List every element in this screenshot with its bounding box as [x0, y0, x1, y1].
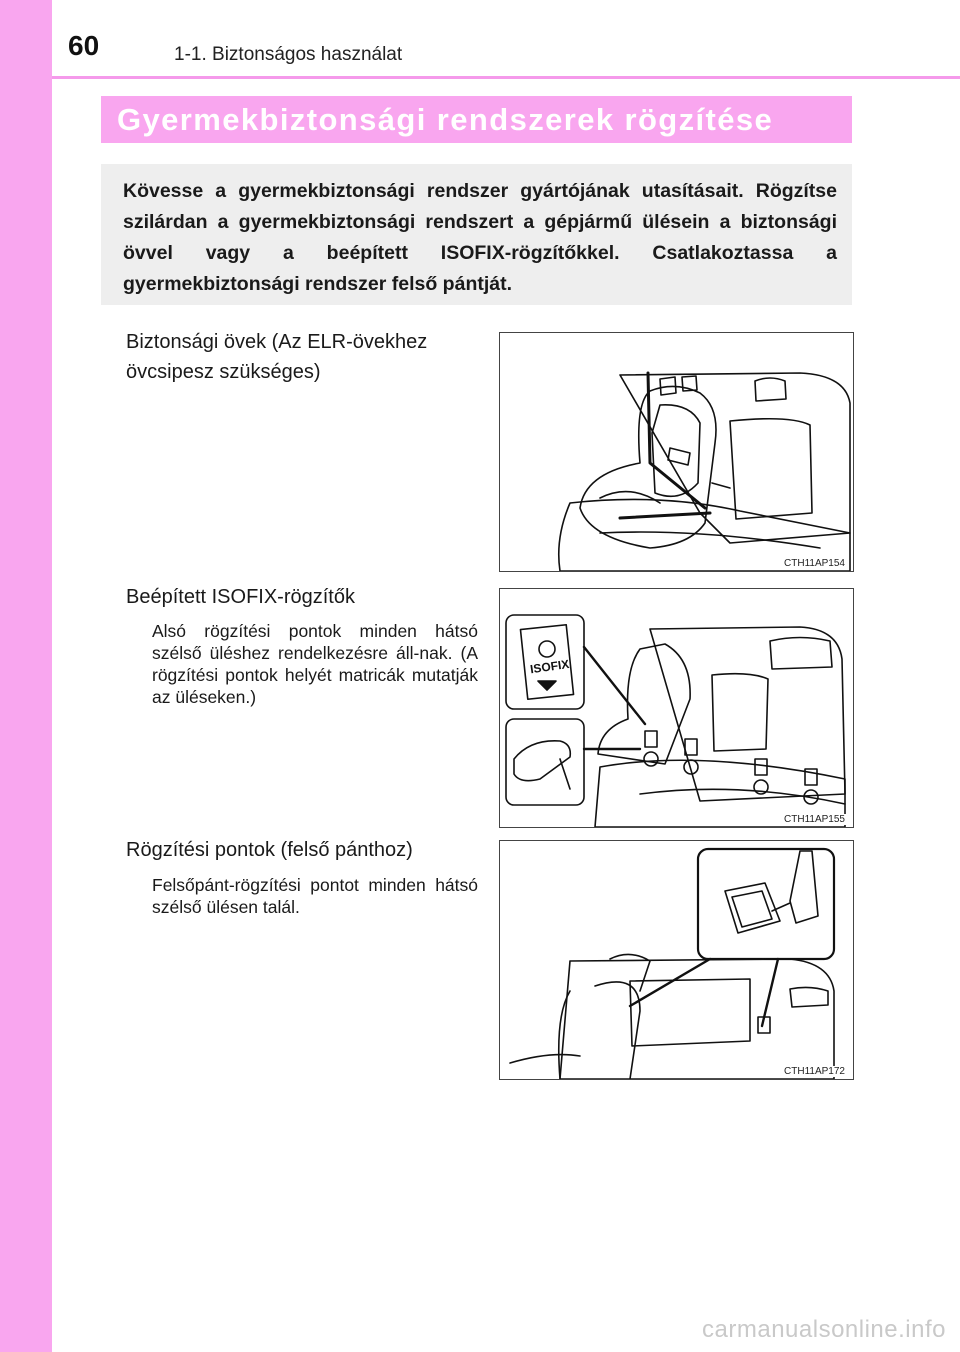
watermark: carmanualsonline.info — [702, 1316, 946, 1343]
top-tether-illustration — [509, 847, 836, 1079]
item-body-top-tether: Felsőpánt-rögzítési pontot minden hátsó … — [152, 875, 478, 917]
header-divider — [52, 76, 960, 79]
item-heading-top-tether: Rögzítési pontok (felső pánthoz) — [126, 839, 413, 861]
chapter-title: 1-1. Biztonságos használat — [174, 44, 403, 65]
figure-code: CTH11AP154 — [782, 558, 847, 569]
isofix-sticker-label: ISOFIX — [529, 657, 570, 676]
figure-code: CTH11AP172 — [782, 1066, 847, 1077]
figure-code: CTH11AP155 — [782, 814, 847, 825]
figure-isofix-anchors: ISOFIX CTH11AP155 — [499, 588, 854, 828]
figure-top-tether-anchor: CTH11AP172 — [499, 840, 854, 1080]
section-banner: Gyermekbiztonsági rendszerek rögzítése — [101, 96, 852, 143]
section-title: Gyermekbiztonsági rendszerek rögzítése — [117, 102, 774, 137]
intro-box: Kövesse a gyermekbiztonsági rendszer gyá… — [101, 164, 852, 305]
item-body-isofix: Alsó rögzítési pontok minden hátsó széls… — [152, 621, 478, 707]
side-color-strip — [0, 0, 52, 1352]
page-number: 60 — [68, 30, 100, 61]
item-heading-seat-belts: Biztonsági övek (Az ELR-övekhez övcsipes… — [126, 331, 428, 383]
isofix-anchor-illustration: ISOFIX — [505, 614, 846, 827]
item-heading-isofix: Beépített ISOFIX-rögzítők — [126, 586, 355, 608]
intro-text: Kövesse a gyermekbiztonsági rendszer gyá… — [123, 180, 837, 295]
figure-seat-belt-child-seat: CTH11AP154 — [499, 332, 854, 572]
child-seat-belt-illustration — [557, 371, 851, 571]
